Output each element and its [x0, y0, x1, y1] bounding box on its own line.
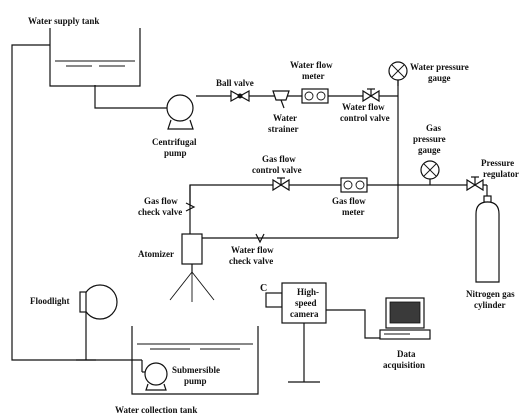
- water-flow-check-valve: Water flow check valve: [229, 233, 274, 266]
- gas-pressure-gauge-label-2: pressure: [413, 134, 446, 144]
- gas-flow-check-valve-label-1: Gas flow: [144, 196, 178, 206]
- nitrogen-gas-cylinder-label-1: Nitrogen gas: [466, 289, 515, 299]
- water-flow-control-valve-label-2: control valve: [340, 113, 390, 123]
- water-supply-tank-label: Water supply tank: [28, 16, 99, 26]
- water-collection-tank: Water collection tank: [115, 326, 259, 415]
- high-speed-camera: C High- speed camera: [260, 282, 380, 383]
- water-flow-meter: Water flow meter: [290, 60, 333, 104]
- submersible-pump: Submersible pump: [141, 360, 220, 391]
- water-strainer-label-1: Water: [273, 113, 297, 123]
- ball-valve-label: Ball valve: [216, 78, 254, 88]
- pressure-regulator-label-2: regulator: [483, 169, 519, 179]
- gas-pressure-gauge-label-1: Gas: [426, 123, 442, 133]
- camera-mark-label: C: [260, 283, 267, 294]
- gas-flow-meter: Gas flow meter: [332, 177, 368, 217]
- ball-valve: Ball valve: [216, 78, 254, 103]
- gas-flow-control-valve-label-1: Gas flow: [262, 154, 296, 164]
- high-speed-camera-label-3: camera: [290, 309, 319, 319]
- floodlight-label: Floodlight: [30, 296, 70, 306]
- pressure-regulator-label-1: Pressure: [481, 158, 514, 168]
- gas-flow-meter-label-1: Gas flow: [332, 196, 366, 206]
- water-flow-check-valve-label-2: check valve: [229, 256, 273, 266]
- gas-flow-check-valve-label-2: check valve: [138, 207, 182, 217]
- submersible-pump-label-2: pump: [184, 376, 207, 386]
- water-strainer-label-2: strainer: [268, 124, 299, 134]
- high-speed-camera-label-1: High-: [297, 287, 319, 297]
- nitrogen-gas-cylinder: Nitrogen gas cylinder: [466, 195, 515, 310]
- water-collection-tank-label: Water collection tank: [115, 405, 197, 415]
- water-flow-meter-label-2: meter: [302, 71, 324, 81]
- centrifugal-pump: Centrifugal pump: [152, 94, 197, 158]
- gas-flow-control-valve-label-2: control valve: [252, 165, 302, 175]
- atomizer: Atomizer: [138, 233, 215, 302]
- atomizer-label: Atomizer: [138, 249, 174, 259]
- water-strainer: Water strainer: [268, 90, 299, 134]
- data-acquisition-computer: Data acquisition: [379, 297, 431, 370]
- gas-pressure-gauge: Gas pressure gauge: [413, 123, 446, 180]
- water-flow-meter-label-1: Water flow: [290, 60, 333, 70]
- submersible-pump-label-1: Submersible: [172, 365, 220, 375]
- nitrogen-gas-cylinder-label-2: cylinder: [474, 300, 506, 310]
- water-pressure-gauge: Water pressure gauge: [388, 61, 469, 83]
- data-acquisition-label-1: Data: [397, 349, 416, 359]
- pressure-regulator: Pressure regulator: [466, 158, 519, 192]
- high-speed-camera-label-2: speed: [295, 298, 317, 308]
- floodlight: Floodlight: [30, 284, 118, 361]
- water-flow-control-valve: Water flow control valve: [340, 88, 390, 123]
- gas-flow-check-valve: Gas flow check valve: [138, 196, 196, 217]
- centrifugal-pump-label-2: pump: [164, 148, 187, 158]
- water-supply-tank: Water supply tank: [28, 16, 141, 87]
- water-flow-control-valve-label-1: Water flow: [342, 102, 385, 112]
- water-flow-check-valve-label-1: Water flow: [231, 245, 274, 255]
- water-pressure-gauge-label-2: gauge: [428, 73, 451, 83]
- gas-flow-control-valve: Gas flow control valve: [252, 154, 302, 192]
- centrifugal-pump-label-1: Centrifugal: [152, 137, 197, 147]
- data-acquisition-label-2: acquisition: [383, 360, 425, 370]
- gas-pressure-gauge-label-3: gauge: [418, 145, 441, 155]
- gas-flow-meter-label-2: meter: [342, 207, 364, 217]
- water-pressure-gauge-label-1: Water pressure: [410, 62, 469, 72]
